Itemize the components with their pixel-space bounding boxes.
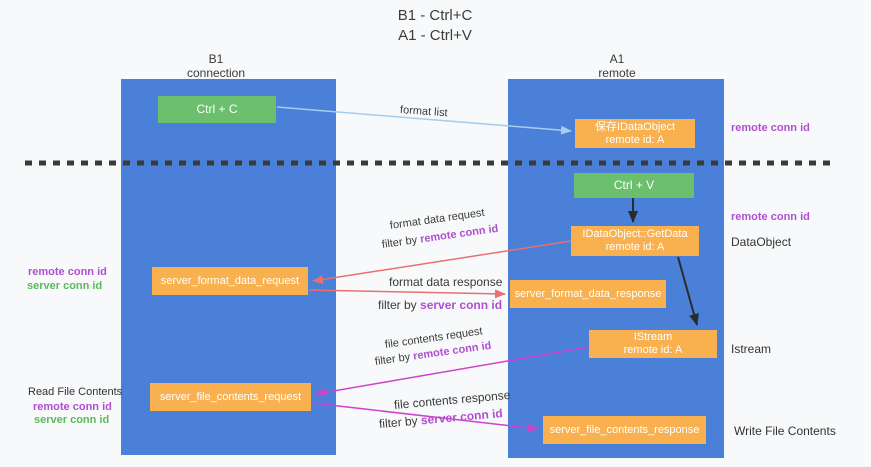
filter-by-text: filter by [378,298,417,312]
getdata-line2: remote id: A [605,241,665,253]
server-format-data-request-box: server_format_data_request [152,267,308,295]
istream-box: IStream remote id: A [589,330,717,358]
diagram-title: B1 - Ctrl+C A1 - Ctrl+V [300,6,570,46]
server-conn-id-label-left-file: server conn id [34,414,110,426]
remote-conn-id-label-left-file: remote conn id [33,401,112,413]
ctrl-c-label: Ctrl + C [196,102,238,116]
lane-header-a1: A1 remote [557,52,677,80]
lane-a1-name: A1 [609,52,625,66]
format-data-response-arrow [308,289,506,299]
format-data-response-label: format data response [389,275,503,289]
save-dataobject-line2: remote id: A [605,133,665,146]
write-file-contents-label: Write File Contents [734,424,836,438]
filter-by-server-conn-id-label-format: filter by server conn id [378,298,502,312]
server-conn-id-label-left-format: server conn id [27,280,103,292]
server-file-contents-response-label: server_file_contents_response [549,423,700,436]
ctrl-c-box: Ctrl + C [158,96,276,123]
server-conn-id-text: server conn id [420,298,503,312]
remote-conn-id-label-top-right: remote conn id [731,122,810,134]
remote-conn-id-label-getdata: remote conn id [731,211,810,223]
istream-line1: IStream [633,331,673,343]
diagram-title-line2: A1 - Ctrl+V [398,27,472,44]
read-file-contents-label: Read File Contents [28,386,123,398]
getdata-box: IDataObject::GetData remote id: A [571,226,699,256]
save-dataobject-line1: 保存IDataObject [594,120,676,133]
server-file-contents-request-label: server_file_contents_request [159,390,302,403]
istream-line2: remote id: A [623,344,683,356]
server-format-data-request-label: server_format_data_request [160,274,300,287]
filter-by-text: filter by [374,351,411,368]
lane-b1-subtitle: connection [186,66,246,80]
lane-header-b1: B1 connection [156,52,276,80]
getdata-line1: IDataObject::GetData [582,228,688,240]
remote-conn-id-label-left-format: remote conn id [28,266,107,278]
ctrl-v-label: Ctrl + V [613,178,655,192]
format-list-label: format list [399,104,448,120]
lane-a1-subtitle: remote [598,66,636,80]
server-format-data-response-label: server_format_data_response [514,287,662,300]
dataobject-label: DataObject [731,235,792,249]
server-file-contents-request-box: server_file_contents_request [150,383,311,411]
filter-by-text: filter by [381,234,418,251]
lane-b1-name: B1 [208,52,224,66]
filter-by-text: filter by [378,413,419,431]
ctrl-v-box: Ctrl + V [574,173,694,198]
istream-side-label: Istream [731,342,772,356]
save-dataobject-box: 保存IDataObject remote id: A [575,119,695,148]
diagram-title-line1: B1 - Ctrl+C [397,7,473,24]
server-conn-id-text: server conn id [420,406,504,428]
server-format-data-response-box: server_format_data_response [510,280,666,308]
server-file-contents-response-box: server_file_contents_response [543,416,706,444]
